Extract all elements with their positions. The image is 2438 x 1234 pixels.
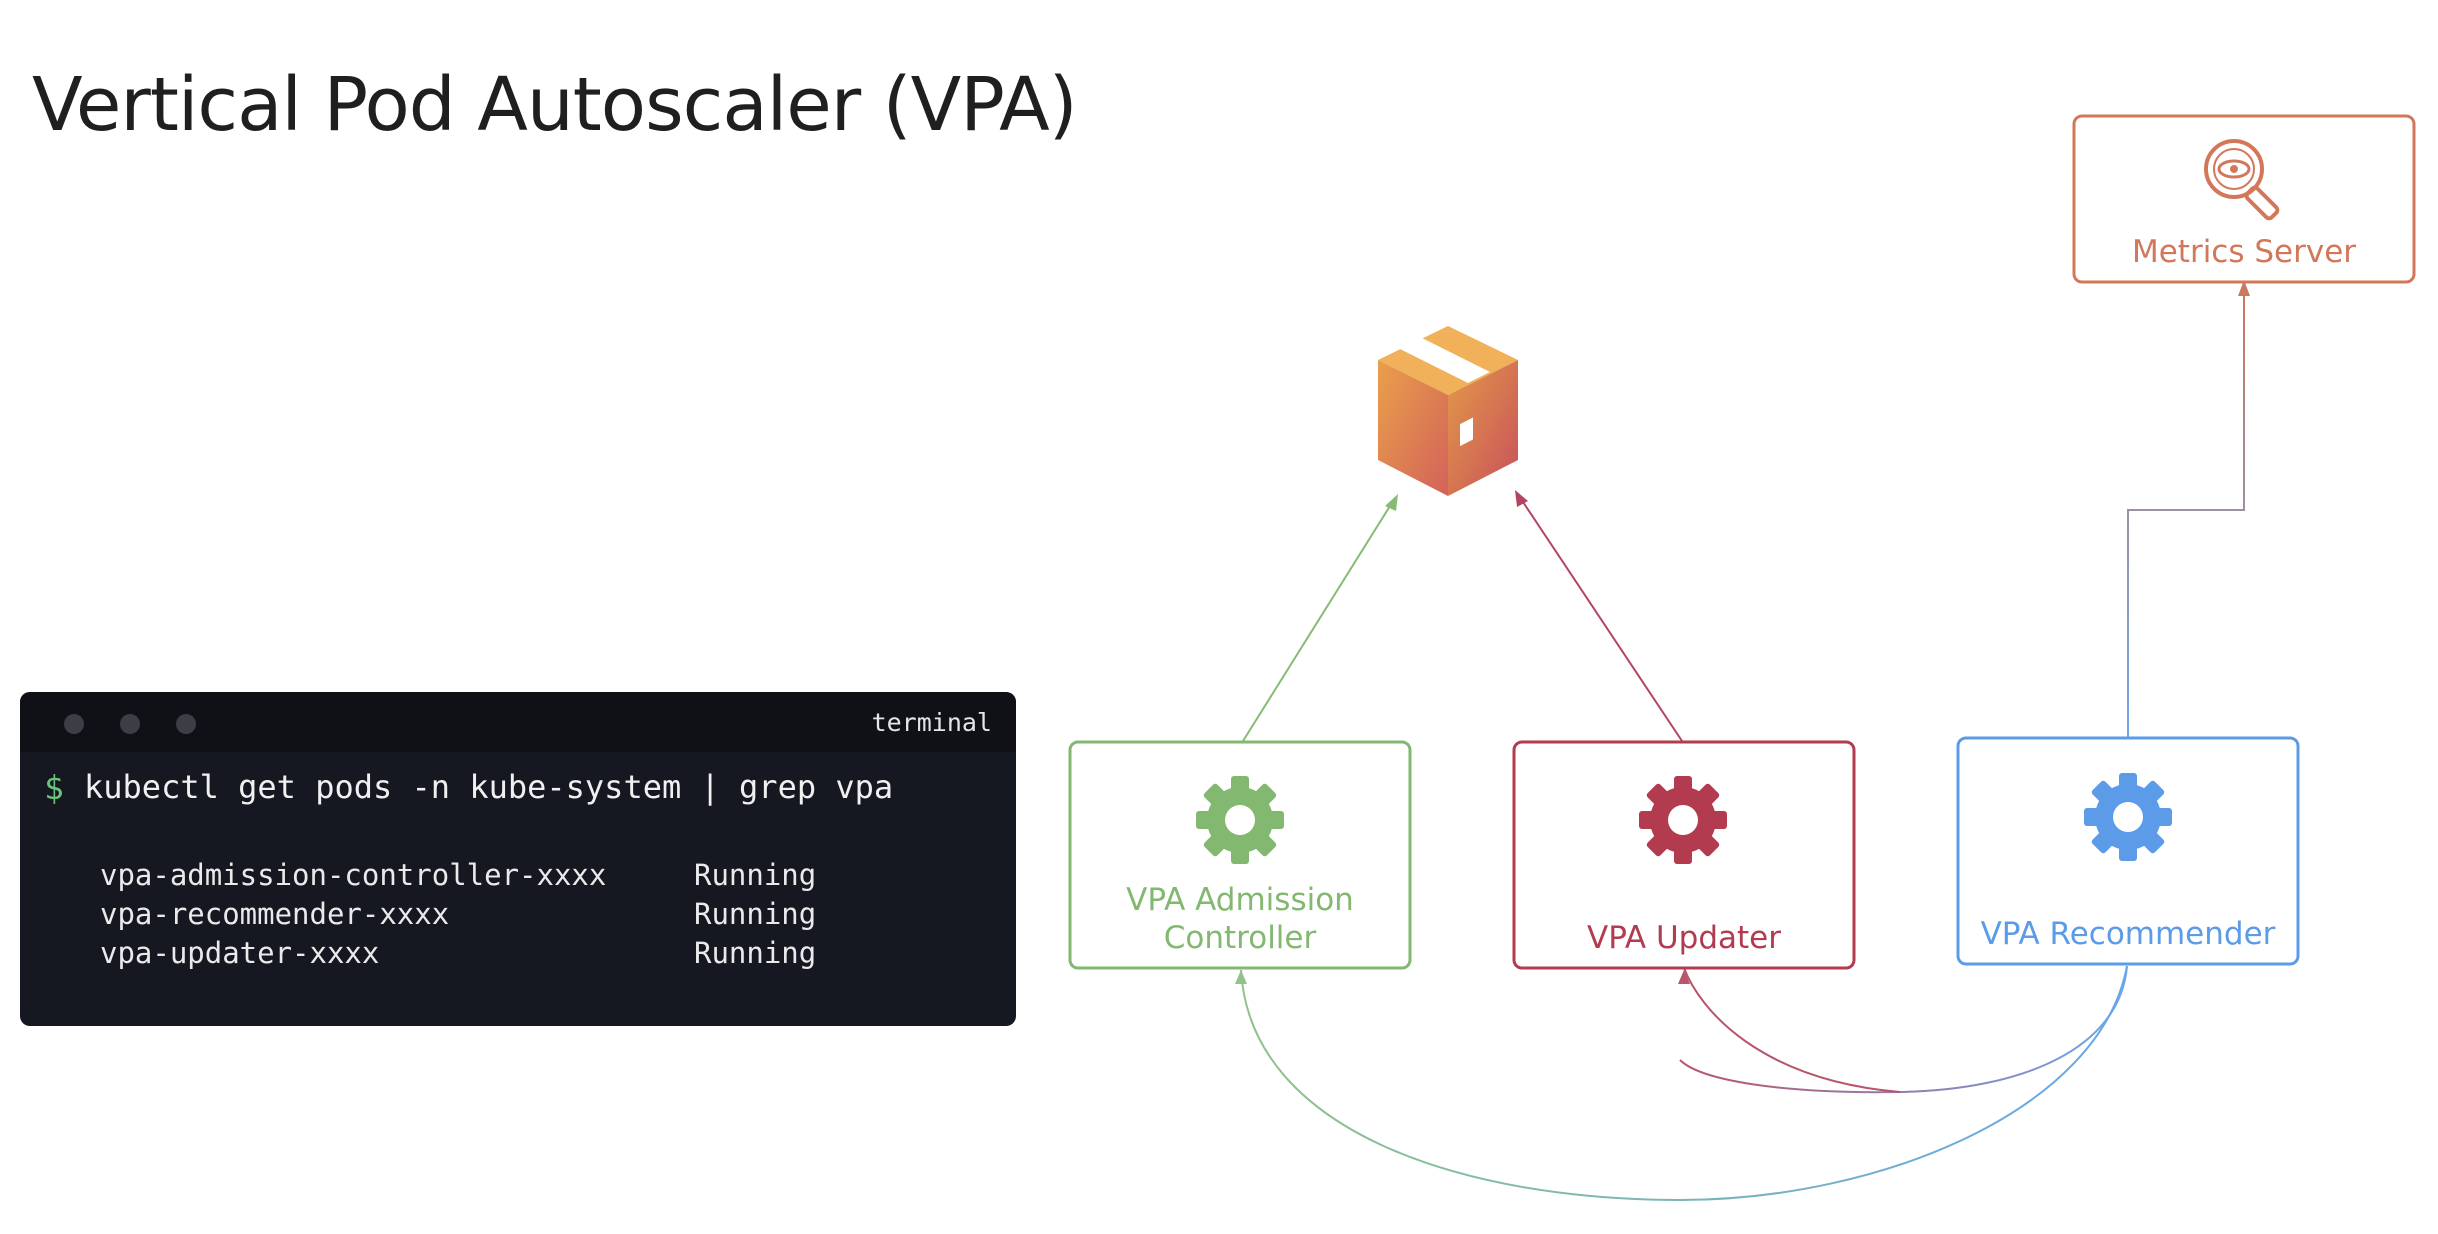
window-close-dot[interactable]: [64, 714, 84, 734]
metrics-server-label: Metrics Server: [2132, 234, 2356, 270]
recommender-label: VPA Recommender: [1981, 916, 2276, 952]
updater-label: VPA Updater: [1587, 920, 1781, 956]
connector-updater-to-pod: [1515, 490, 1683, 742]
magnifier-eye-icon: [2204, 139, 2280, 221]
pod-name: vpa-updater-xxxx: [100, 936, 380, 970]
admission-controller-label-line1: VPA Admission: [1126, 882, 1354, 918]
pod-status: Running: [694, 936, 817, 970]
terminal-output-row: vpa-updater-xxxx Running: [20, 936, 1016, 976]
gear-icon: [1639, 776, 1727, 864]
pod-box-icon: [1378, 326, 1518, 496]
connector-admission-to-pod: [1242, 494, 1398, 742]
pod-status: Running: [694, 858, 817, 892]
pod-name: vpa-recommender-xxxx: [100, 897, 450, 931]
window-minimize-dot[interactable]: [120, 714, 140, 734]
terminal-output-row: vpa-admission-controller-xxxx Running: [20, 858, 1016, 898]
slide-title: Vertical Pod Autoscaler (VPA): [32, 62, 1078, 148]
terminal-command: kubectl get pods -n kube-system | grep v…: [84, 768, 894, 806]
connector-recommender-to-updater: [1678, 965, 2128, 1094]
terminal-title-bar: terminal: [20, 692, 1016, 752]
pod-name: vpa-admission-controller-xxxx: [100, 858, 607, 892]
terminal-output-row: vpa-recommender-xxxx Running: [20, 897, 1016, 937]
gear-icon: [1196, 776, 1284, 864]
connector-recommender-to-admission: [1235, 965, 2128, 1202]
terminal-window: terminal vpa-admission-controller-xxxx R…: [20, 692, 1016, 1026]
vpa-admission-controller-node[interactable]: VPA Admission Controller: [1068, 740, 1412, 970]
admission-controller-label-line2: Controller: [1164, 920, 1317, 956]
gear-icon: [2084, 773, 2172, 861]
vpa-recommender-node[interactable]: VPA Recommender: [1956, 736, 2300, 966]
window-maximize-dot[interactable]: [176, 714, 196, 734]
vpa-updater-node[interactable]: VPA Updater: [1512, 740, 1856, 970]
pod-status: Running: [694, 897, 817, 931]
connector-recommender-to-metrics: [2127, 280, 2250, 738]
terminal-title: terminal: [871, 708, 992, 737]
terminal-prompt: $: [44, 768, 64, 807]
metrics-server-node[interactable]: Metrics Server: [2072, 114, 2416, 284]
